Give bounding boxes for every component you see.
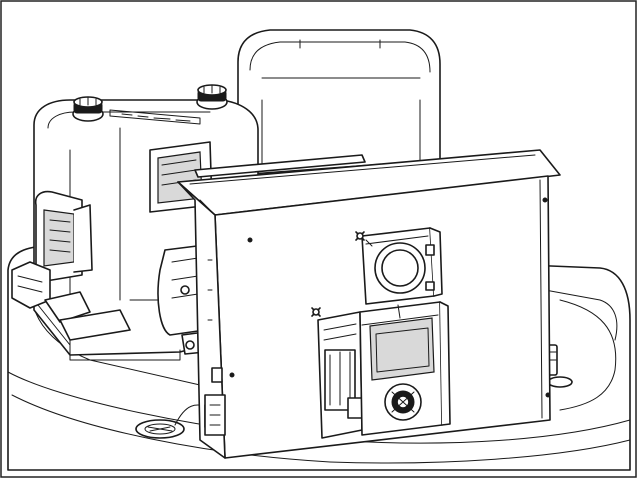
pump-motor-left xyxy=(11,261,131,341)
upper-control-module xyxy=(355,227,443,305)
rear-tank xyxy=(237,29,441,176)
tank-side-handle xyxy=(34,190,93,282)
tank-cap-left xyxy=(72,96,104,122)
tank-cap-right xyxy=(196,84,228,110)
panel-foot-bolts xyxy=(180,285,195,350)
controller-module xyxy=(311,301,451,439)
